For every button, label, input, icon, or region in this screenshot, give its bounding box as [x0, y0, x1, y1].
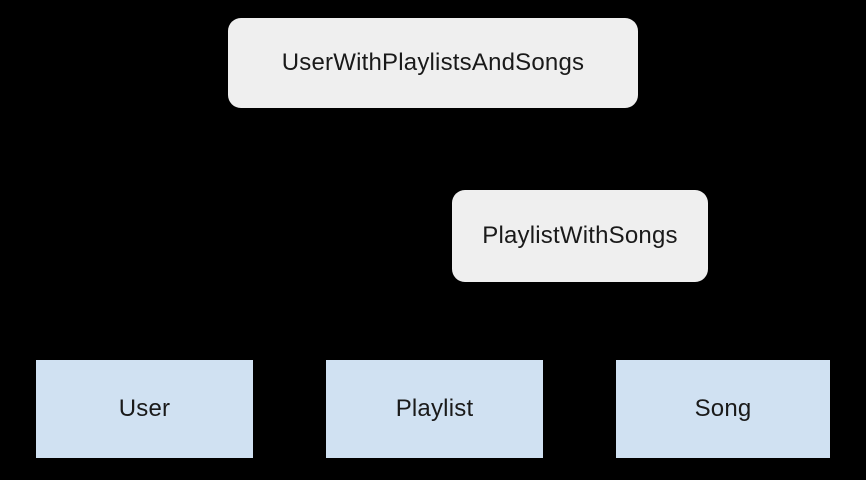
node-label: UserWithPlaylistsAndSongs [281, 49, 585, 76]
node-user-with-playlists-and-songs: UserWithPlaylistsAndSongs [228, 18, 638, 108]
node-user: User [36, 360, 253, 458]
node-playlist-with-songs: PlaylistWithSongs [452, 190, 708, 282]
node-label: PlaylistWithSongs [482, 222, 678, 249]
node-label: User [118, 395, 171, 422]
node-label: Playlist [395, 395, 474, 422]
node-playlist: Playlist [326, 360, 543, 458]
node-song: Song [616, 360, 830, 458]
node-label: Song [694, 395, 752, 422]
